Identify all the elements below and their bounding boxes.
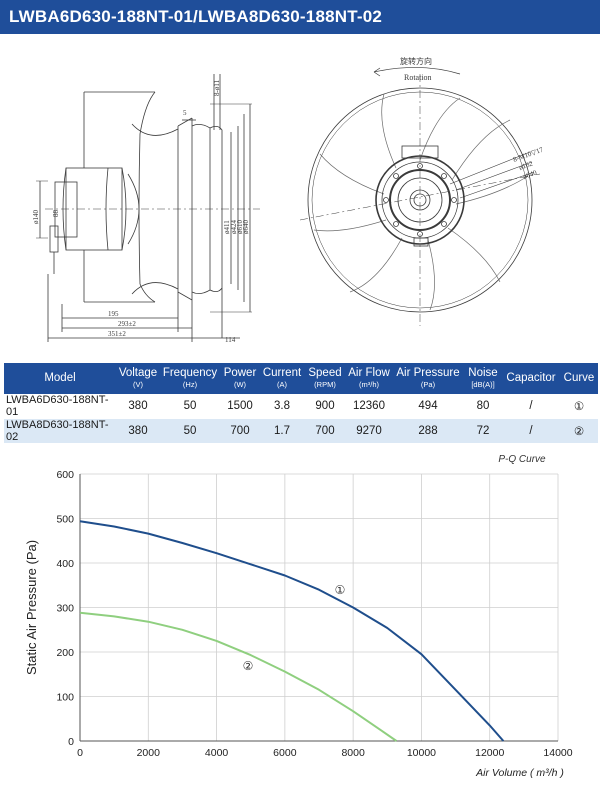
cell-model: LWBA8D630-188NT-02 — [4, 418, 116, 444]
x-tick-label: 14000 — [543, 747, 572, 759]
cell-model: LWBA6D630-188NT-01 — [4, 394, 116, 419]
cell-frequency: 50 — [160, 418, 220, 444]
col-air-flow: Air Flow(m³/h) — [346, 363, 392, 394]
cell-air-flow: 9270 — [346, 418, 392, 444]
chart-axes: 0 2000 4000 6000 8000 10000 12000 14000 0 100 200 3… — [56, 469, 572, 759]
y-tick-label: 100 — [56, 692, 74, 704]
y-tick-label: 200 — [56, 647, 74, 659]
cell-curve: ② — [560, 418, 598, 444]
cell-frequency: 50 — [160, 394, 220, 419]
chart-series — [79, 520, 505, 742]
side-view-labels: 8-ø11 5 ø411 ø424 ø610 ø640 ø140 88 195 … — [32, 79, 250, 344]
cell-power: 1500 — [220, 394, 260, 419]
y-tick-label: 600 — [56, 469, 74, 481]
dim-d424: ø424 — [230, 220, 238, 235]
dim-d411: ø411 — [223, 220, 231, 234]
cell-air-pressure: 494 — [392, 394, 464, 419]
dim-bolt-holes: 8-ø11 — [213, 79, 221, 96]
title-bar: LWBA6D630-188NT-01/LWBA8D630-188NT-02 — [0, 0, 600, 34]
cell-noise: 72 — [464, 418, 502, 444]
cell-speed: 700 — [304, 418, 346, 444]
col-curve: Curve — [560, 363, 598, 394]
cell-capacitor: / — [502, 418, 560, 444]
specs-table: Model Voltage(V) Frequency(Hz) Power(W) … — [4, 363, 598, 444]
x-tick-label: 8000 — [341, 747, 365, 759]
x-tick-label: 10000 — [407, 747, 436, 759]
col-noise: Noise[dB(A)] — [464, 363, 502, 394]
col-model: Model — [4, 363, 116, 394]
dim-195: 195 — [108, 310, 119, 318]
dim-d140: ø140 — [32, 210, 40, 225]
chart-title: P-Q Curve — [498, 454, 546, 465]
cell-voltage: 380 — [116, 418, 160, 444]
cell-air-pressure: 288 — [392, 418, 464, 444]
technical-drawing: 8-ø11 5 ø411 ø424 ø610 ø640 ø140 88 195 … — [32, 56, 545, 344]
y-tick-label: 0 — [68, 736, 74, 748]
x-tick-label: 4000 — [205, 747, 229, 759]
cell-speed: 900 — [304, 394, 346, 419]
dim-5: 5 — [183, 109, 187, 117]
series-label-1: ① — [335, 583, 346, 597]
col-frequency: Frequency(Hz) — [160, 363, 220, 394]
col-air-pressure: Air Pressure(Pa) — [392, 363, 464, 394]
series-line-2 — [79, 611, 398, 742]
y-tick-label: 300 — [56, 603, 74, 615]
x-tick-label: 12000 — [475, 747, 504, 759]
table-row: LWBA6D630-188NT-01 380 50 1500 3.8 900 1… — [4, 394, 598, 419]
x-tick-label: 6000 — [273, 747, 297, 759]
cell-current: 1.7 — [260, 418, 304, 444]
chart-grid — [79, 473, 559, 742]
cell-curve: ① — [560, 394, 598, 419]
impeller-blades — [313, 93, 529, 311]
side-view — [36, 74, 260, 342]
x-axis-title: Air Volume ( m³/h ) — [475, 767, 564, 779]
cell-air-flow: 12360 — [346, 394, 392, 419]
dim-d640: ø640 — [242, 220, 250, 235]
y-axis-title: Static Air Pressure (Pa) — [24, 540, 39, 675]
cell-power: 700 — [220, 418, 260, 444]
pq-curve-chart: 0 2000 4000 6000 8000 10000 12000 14000 0 100 200 3… — [24, 454, 573, 779]
y-tick-label: 400 — [56, 558, 74, 570]
y-tick-label: 500 — [56, 514, 74, 526]
dim-d610: ø610 — [236, 220, 244, 235]
col-speed: Speed(RPM) — [304, 363, 346, 394]
dim-293: 293±2 — [118, 320, 136, 328]
rotation-label-cn: 旋转方向 — [400, 56, 432, 66]
front-view — [299, 67, 541, 326]
dim-88: 88 — [52, 210, 60, 218]
series-line-1 — [79, 520, 505, 742]
col-voltage: Voltage(V) — [116, 363, 160, 394]
dim-351: 351±2 — [108, 330, 126, 338]
cell-voltage: 380 — [116, 394, 160, 419]
x-tick-label: 2000 — [137, 747, 161, 759]
specs-header-row: Model Voltage(V) Frequency(Hz) Power(W) … — [4, 363, 598, 394]
col-current: Current(A) — [260, 363, 304, 394]
cell-noise: 80 — [464, 394, 502, 419]
series-label-2: ② — [243, 659, 254, 673]
cell-capacitor: / — [502, 394, 560, 419]
col-power: Power(W) — [220, 363, 260, 394]
table-row: LWBA8D630-188NT-02 380 50 700 1.7 700 92… — [4, 418, 598, 444]
cell-current: 3.8 — [260, 394, 304, 419]
x-tick-label: 0 — [77, 747, 83, 759]
page-title: LWBA6D630-188NT-01/LWBA8D630-188NT-02 — [9, 7, 383, 26]
col-capacitor: Capacitor — [502, 363, 560, 394]
dim-114: 114 — [225, 336, 236, 344]
rotation-label-en: Rotation — [404, 73, 432, 82]
